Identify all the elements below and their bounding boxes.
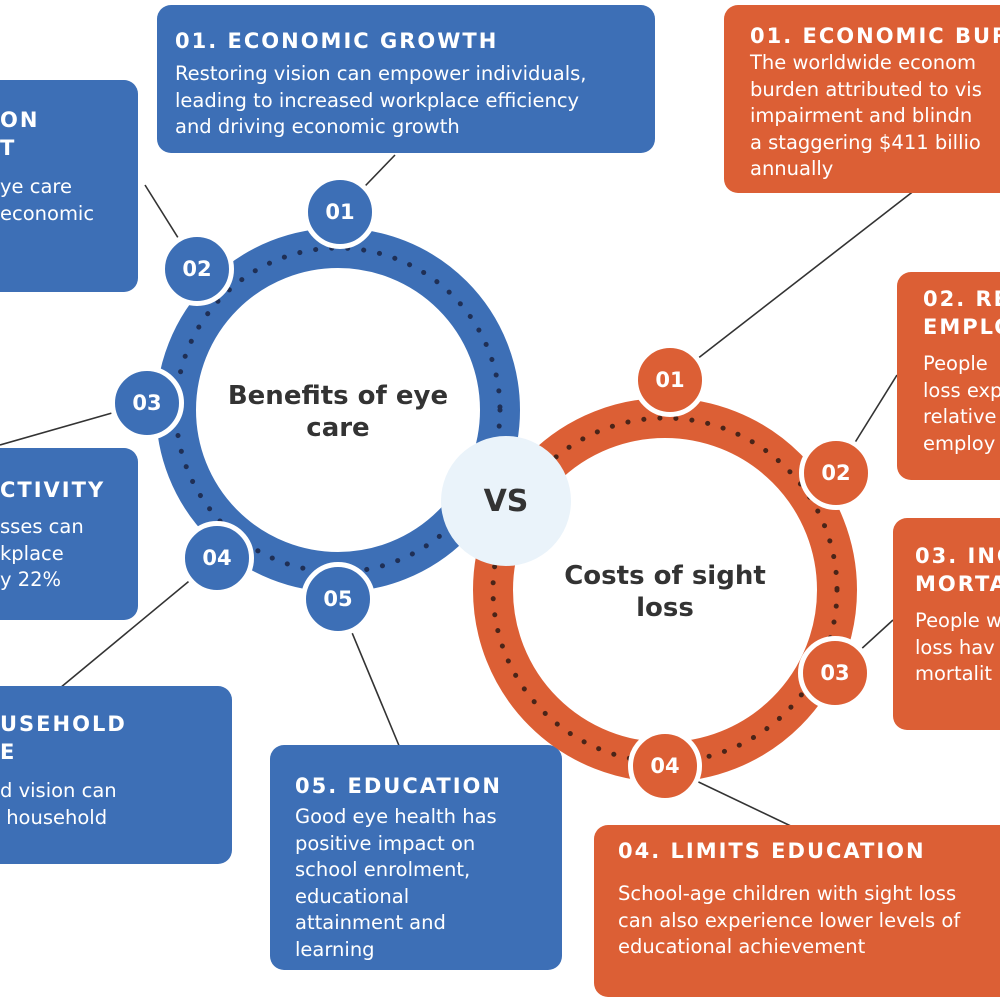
cost-node: 04 (628, 729, 702, 803)
card-body: d vision can household (0, 779, 117, 829)
card-body: People loss exp relative employ (923, 352, 1000, 455)
card-title: 03. INC MORTA (915, 544, 1000, 596)
cost-node: 03 (798, 636, 872, 710)
card-body: The worldwide econom burden attributed t… (750, 51, 982, 180)
benefit-node: 02 (160, 232, 234, 306)
card-education: 05. EDUCATION Good eye health has positi… (270, 745, 562, 970)
card-body: ye care economic (0, 175, 95, 225)
cost-node: 02 (799, 436, 873, 510)
card-body: People w loss hav mortalit (915, 609, 1000, 685)
card-reduced-employment: 02. RE EMPLO People loss exp relative em… (897, 272, 1000, 480)
card-economic-growth: 01. ECONOMIC GROWTH Restoring vision can… (157, 5, 655, 153)
benefits-ring-dots (173, 245, 503, 575)
benefits-title: Benefits of eye care (227, 381, 449, 443)
card-limits-education: 04. LIMITS EDUCATION School-age children… (594, 825, 1000, 997)
card-body: School-age children with sight loss can … (618, 882, 961, 958)
card-increased-mortality: 03. INC MORTA People w loss hav mortalit (893, 518, 1000, 730)
benefit-node: 03 (110, 366, 184, 440)
cost-node: 01 (633, 343, 707, 417)
card-title: 01. ECONOMIC BUR (750, 24, 1000, 48)
card-title: 02. RE EMPLO (923, 287, 1000, 339)
card-household: USEHOLD E d vision can household (0, 686, 232, 864)
card-title: CTIVITY (0, 478, 106, 502)
costs-ring-dots (490, 415, 840, 765)
card-benefit-02: ON T ye care economic (0, 80, 138, 292)
card-title: 04. LIMITS EDUCATION (618, 839, 926, 863)
card-productivity: CTIVITY sses can kplace y 22% (0, 448, 138, 620)
card-economic-burden: 01. ECONOMIC BUR The worldwide econom bu… (724, 5, 1000, 193)
card-body: Good eye health has positive impact on s… (295, 805, 497, 961)
card-body: sses can kplace y 22% (0, 515, 84, 591)
benefit-node: 04 (180, 521, 254, 595)
vs-badge: VS (441, 436, 571, 566)
card-title: USEHOLD E (0, 712, 127, 764)
connector-line (669, 189, 916, 381)
costs-title: Costs of sight loss (564, 561, 766, 623)
benefit-node: 01 (303, 175, 377, 249)
card-title: ON T (0, 108, 40, 160)
card-title: 05. EDUCATION (295, 774, 502, 798)
card-body: Restoring vision can empower individuals… (175, 62, 587, 138)
card-title: 01. ECONOMIC GROWTH (175, 29, 499, 53)
benefit-node: 05 (301, 562, 375, 636)
